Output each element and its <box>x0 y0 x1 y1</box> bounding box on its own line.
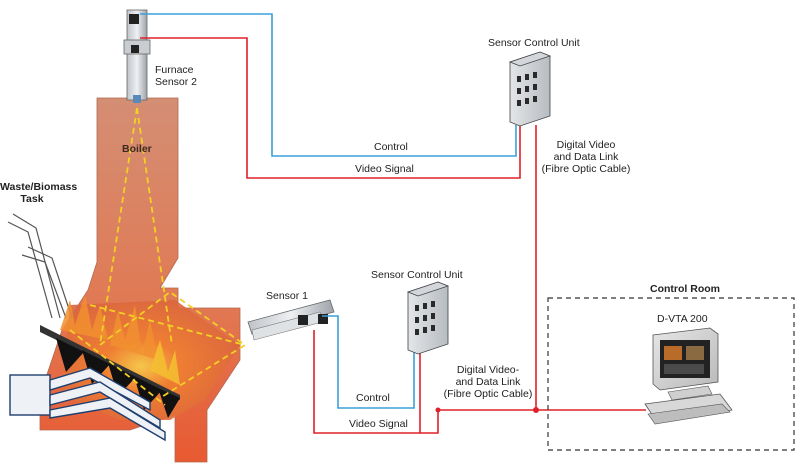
video-top-label: Video Signal <box>355 163 414 175</box>
cable-junction-2 <box>435 407 441 413</box>
scu-top-label: Sensor Control Unit <box>488 37 580 49</box>
video-line-top <box>140 37 537 410</box>
scan-paths <box>69 107 247 406</box>
sensor-control-unit-top <box>508 51 552 127</box>
dvta-label: D-VTA 200 <box>657 313 708 325</box>
furnace-sensor-2 <box>123 9 151 103</box>
control-line-bottom <box>322 315 415 409</box>
control-room-box <box>547 297 795 451</box>
waste-chute <box>7 213 73 319</box>
boiler-label: Boiler <box>122 143 152 155</box>
link-bottom-label: Digital Video- and Data Link (Fibre Opti… <box>438 364 538 400</box>
link-top-line1: Digital Video <box>556 139 616 151</box>
sensor-control-unit-bottom <box>406 281 450 355</box>
scu-bottom-label: Sensor Control Unit <box>371 269 463 281</box>
sensor-1 <box>247 299 335 341</box>
link-bottom-line2: and Data Link <box>455 376 521 388</box>
control-line-top <box>140 13 517 157</box>
control-top-label: Control <box>374 141 408 153</box>
sensor-1-label: Sensor 1 <box>266 290 309 302</box>
waste-task-label: Waste/Biomass Task <box>0 181 78 205</box>
link-top-line3: (Fibre Optic Cable) <box>541 163 631 175</box>
waste-task-line1: Waste/Biomass <box>0 181 78 193</box>
link-top-line2: and Data Link <box>553 151 619 163</box>
flames <box>60 295 180 385</box>
dvta-computer <box>644 327 733 425</box>
link-bottom-line1: Digital Video- <box>456 364 520 376</box>
furnace-sensor-2-label: Furnace Sensor 2 <box>155 64 197 88</box>
link-top-label: Digital Video and Data Link (Fibre Optic… <box>536 139 636 175</box>
video-bottom-label: Video Signal <box>349 418 408 430</box>
cable-junction <box>533 407 539 413</box>
furnace-sensor-2-line1: Furnace <box>155 64 194 76</box>
control-bottom-label: Control <box>356 392 390 404</box>
control-room-label: Control Room <box>650 283 720 295</box>
air-ducts <box>9 367 166 442</box>
link-bottom-line3: (Fibre Optic Cable) <box>443 388 533 400</box>
waste-task-line2: Task <box>20 193 44 205</box>
furnace-sensor-2-line2: Sensor 2 <box>155 76 198 88</box>
video-line-bottom <box>313 330 646 434</box>
